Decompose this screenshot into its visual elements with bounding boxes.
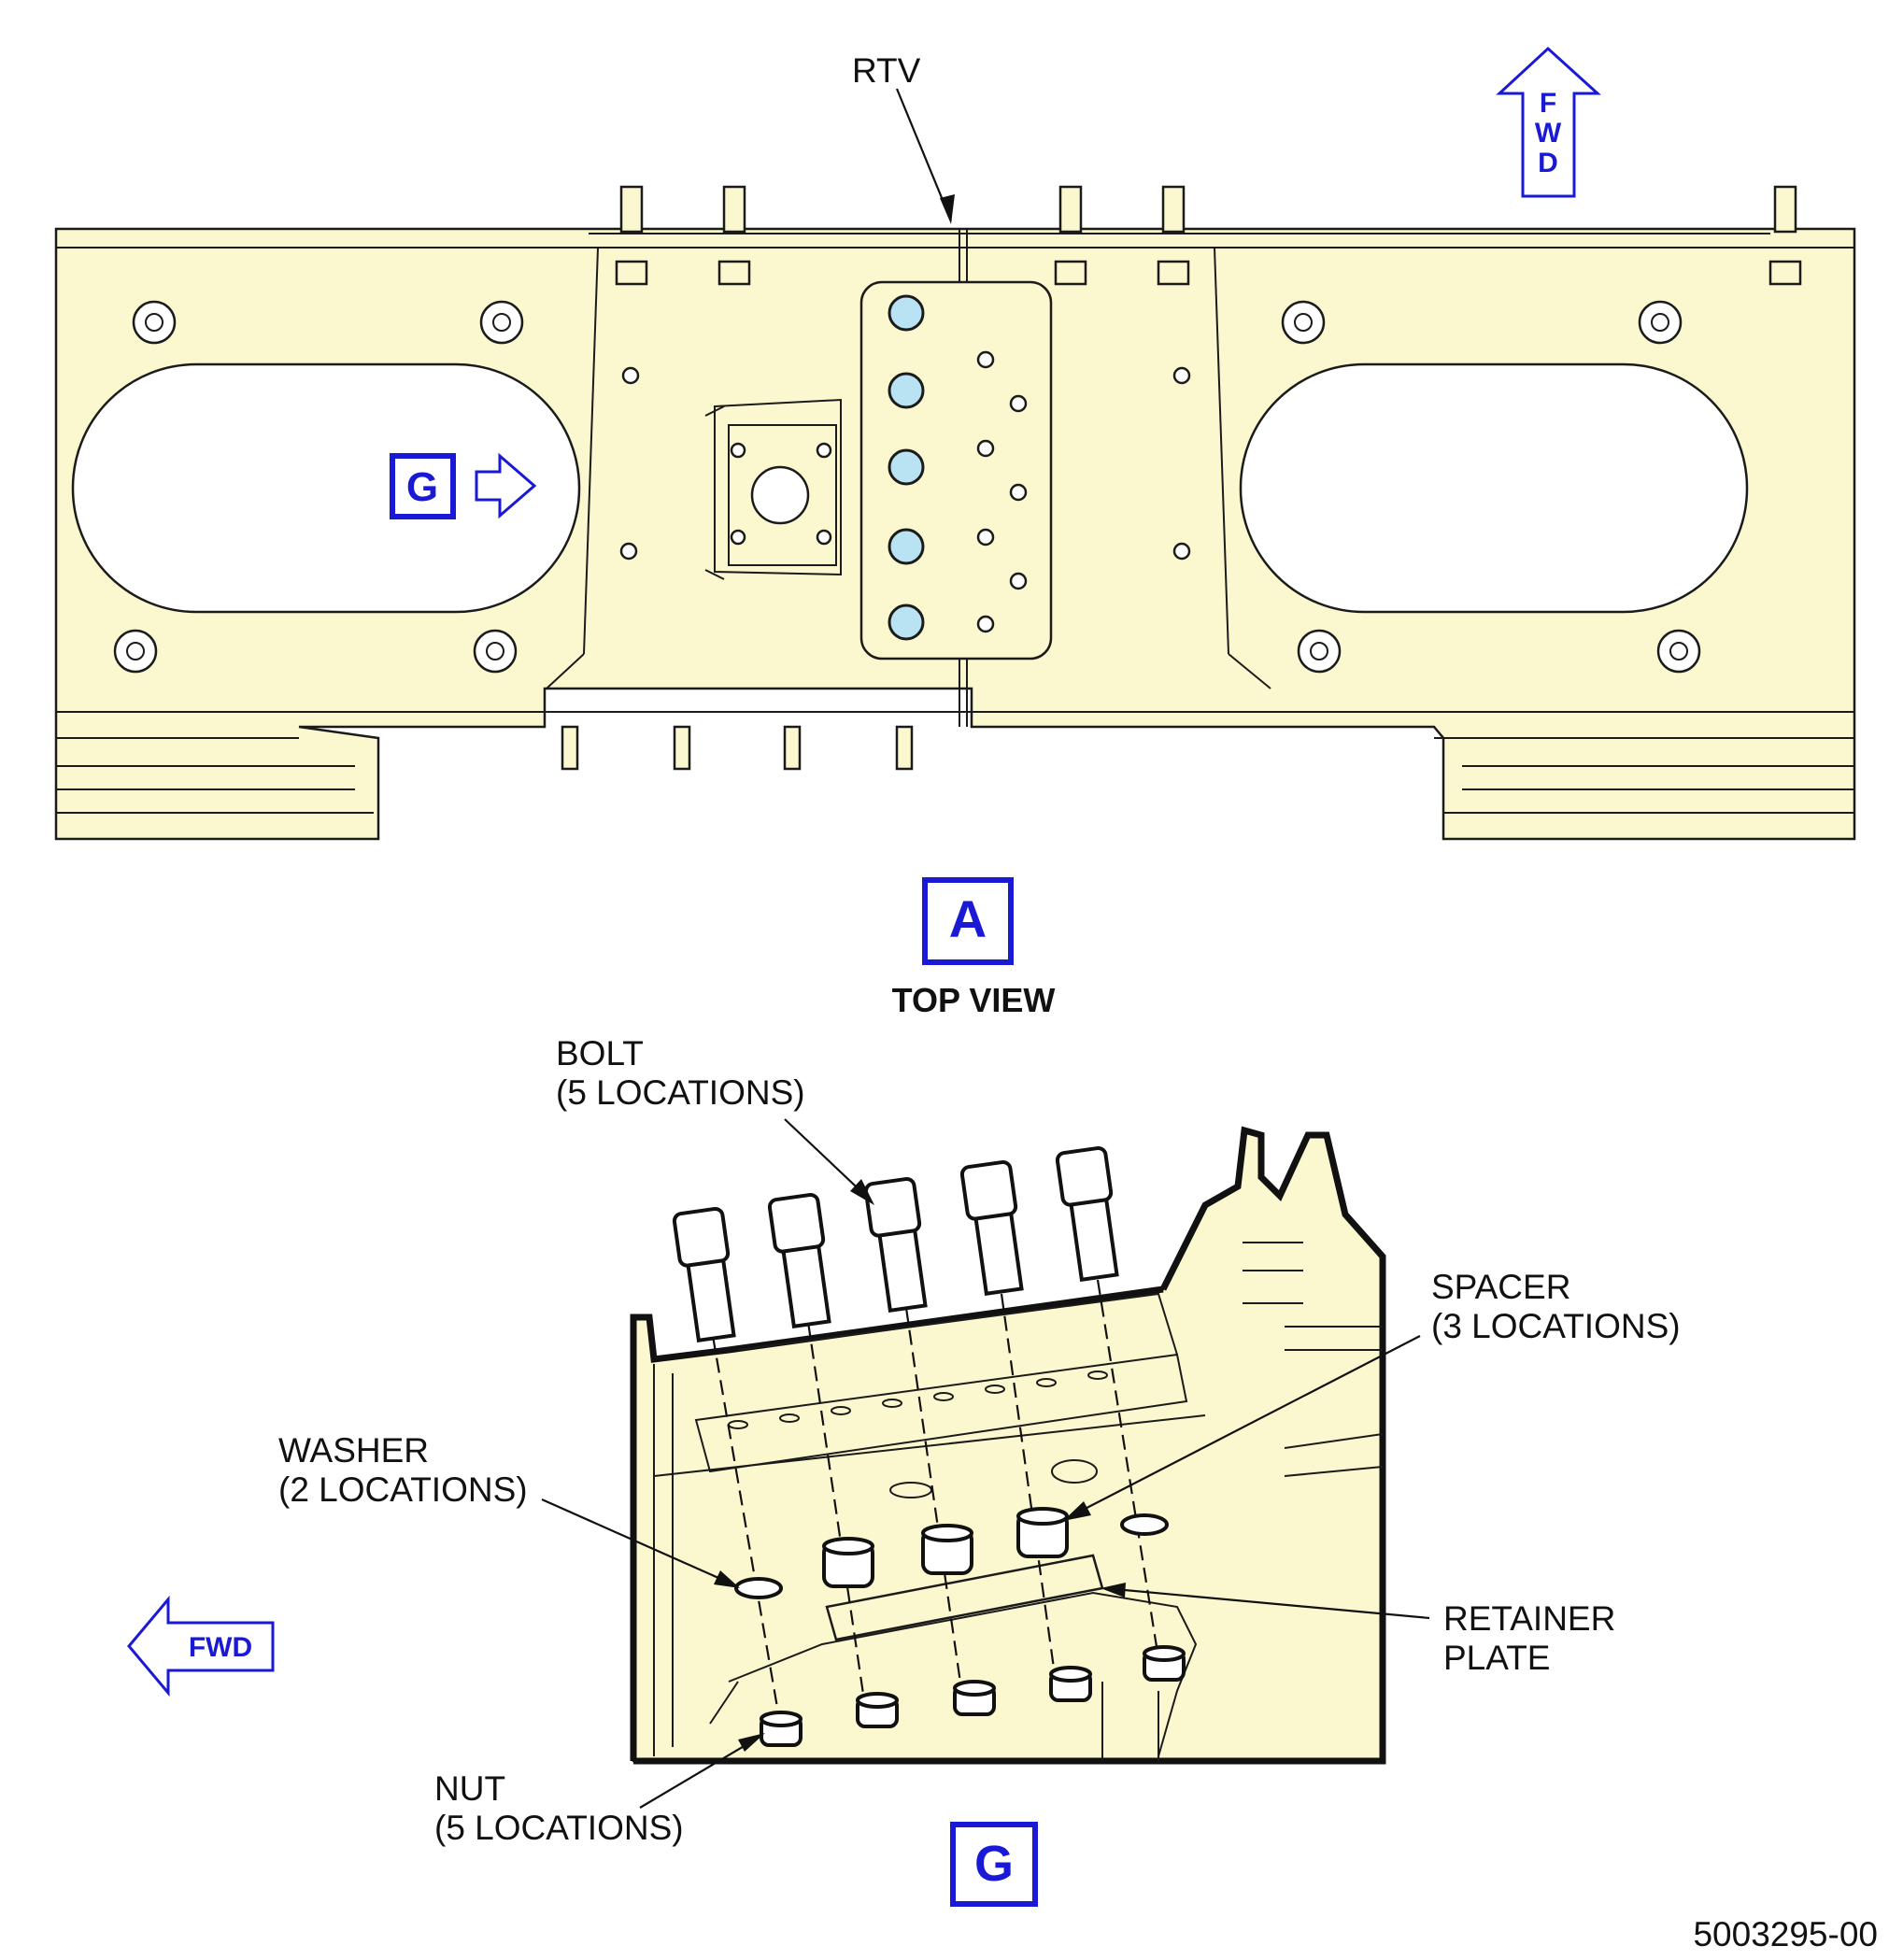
washers (734, 1513, 1169, 1599)
retainer-label-line1: RETAINER (1443, 1599, 1615, 1638)
nut-label-line2: (5 LOCATIONS) (434, 1809, 684, 1847)
bolt-label-line2: (5 LOCATIONS) (556, 1073, 805, 1112)
spacer-leader-arrowhead (1063, 1501, 1091, 1521)
bolts (672, 1145, 1119, 1342)
view-g-direction-arrow (475, 452, 537, 519)
fwd-left-arrow: FWD (127, 1595, 275, 1697)
spacer-label-line1: SPACER (1431, 1268, 1570, 1306)
rtv-label: RTV (852, 51, 921, 90)
nut-leader (639, 1735, 762, 1809)
view-g-reference[interactable]: G (390, 452, 537, 519)
bolt-centerlines (711, 1279, 1160, 1725)
spacer-leader (1066, 1335, 1421, 1519)
retainer-leader-arrowhead (1101, 1583, 1126, 1598)
view-g-reference-letter: G (406, 464, 438, 510)
splice-bolt-heads (888, 294, 925, 641)
splice-plate-holes (976, 350, 1028, 633)
figure-id: 5003295-00 (1693, 1915, 1878, 1953)
boss-holes (113, 300, 1701, 674)
fwd-letter-w: W (1535, 118, 1562, 149)
bottom-studs (561, 725, 914, 771)
fwd-up-arrow: F W D (1496, 46, 1601, 198)
nuts (760, 1645, 1186, 1747)
nut-label-line1: NUT (434, 1769, 505, 1808)
bolt-label-line1: BOLT (556, 1034, 644, 1072)
top-view-title: TOP VIEW (892, 981, 1056, 1019)
top-view-beam (54, 185, 1856, 841)
fwd-letter-f: F (1540, 88, 1556, 119)
spacers (822, 1507, 1069, 1588)
retainer-leader (1103, 1586, 1430, 1620)
view-g-letter: G (974, 1836, 1014, 1892)
washer-label-line1: WASHER (278, 1431, 429, 1470)
retainer-label-line2: PLATE (1443, 1639, 1550, 1677)
spacer-label-line2: (3 LOCATIONS) (1431, 1307, 1681, 1345)
washer-leader (541, 1498, 736, 1587)
rtv-leader-arrowhead (940, 194, 955, 224)
bolt-leader-arrowhead (850, 1179, 874, 1205)
nut-leader-arrowhead (738, 1733, 765, 1752)
view-g-assembly (630, 1126, 1386, 1765)
fwd-left-label: FWD (189, 1632, 252, 1663)
washer-label-line2: (2 LOCATIONS) (278, 1470, 528, 1509)
view-g-callout: G (950, 1822, 1038, 1907)
view-a-letter: A (949, 889, 987, 948)
view-a-callout: A (922, 877, 1014, 965)
fwd-letter-d: D (1538, 148, 1558, 178)
top-studs (615, 185, 1802, 286)
washer-leader-arrowhead (714, 1570, 740, 1588)
